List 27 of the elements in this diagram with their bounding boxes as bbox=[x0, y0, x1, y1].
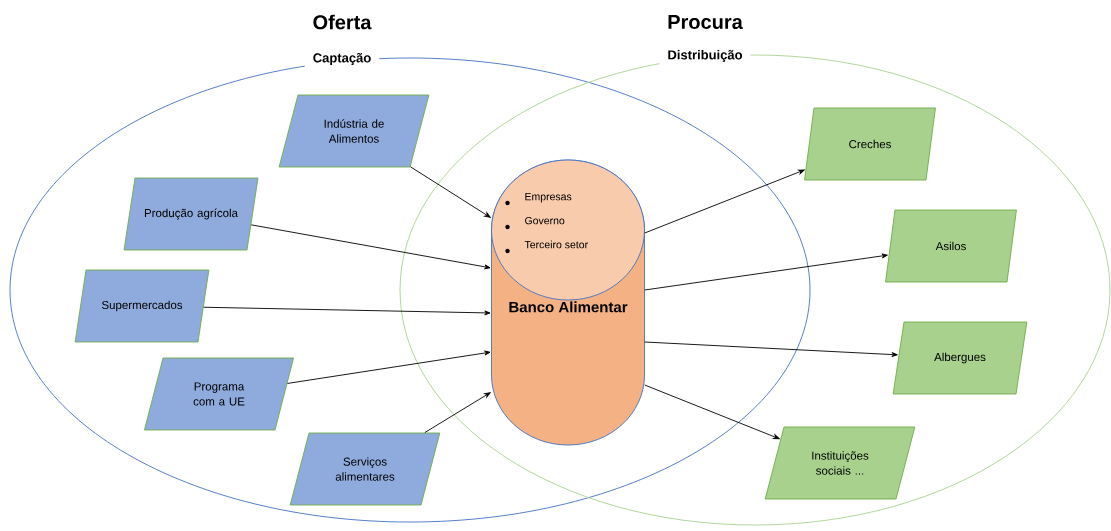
arrow bbox=[410, 166, 491, 218]
heading: Procura bbox=[668, 15, 743, 29]
arrow bbox=[250, 224, 491, 270]
parallelogram: Produção agrícola bbox=[123, 177, 259, 251]
subheading: Captação bbox=[304, 49, 380, 69]
subheading: Distribuição bbox=[659, 46, 751, 66]
parallelogram: Serviços alimentares bbox=[289, 432, 441, 506]
parallelogram: Supermercados bbox=[74, 269, 210, 343]
parallelogram: Programa com a UE bbox=[144, 357, 294, 431]
arrow bbox=[424, 392, 491, 433]
node-label: Terceiro setor bbox=[524, 240, 588, 249]
node-label: Empresas bbox=[525, 193, 572, 203]
arrow bbox=[644, 253, 888, 291]
parallelogram: Instituições sociais ... bbox=[764, 426, 916, 500]
arrow bbox=[644, 341, 898, 357]
parallelogram: Asilos bbox=[885, 209, 1017, 283]
arrow bbox=[644, 384, 780, 440]
arrow bbox=[644, 169, 805, 234]
cylinder-text: Empresas Governo Terceiro setor Banco Alimentar bbox=[509, 193, 628, 313]
node-label: Banco Alimentar bbox=[509, 301, 628, 313]
heading: Oferta bbox=[313, 14, 372, 30]
parallelogram: Creches bbox=[804, 107, 936, 181]
arrow bbox=[203, 306, 491, 316]
parallelogram: Albergues bbox=[892, 321, 1028, 395]
parallelogram: Indústria de Alimentos bbox=[278, 94, 430, 168]
node-label: Governo bbox=[525, 216, 565, 225]
arrow bbox=[287, 350, 491, 384]
